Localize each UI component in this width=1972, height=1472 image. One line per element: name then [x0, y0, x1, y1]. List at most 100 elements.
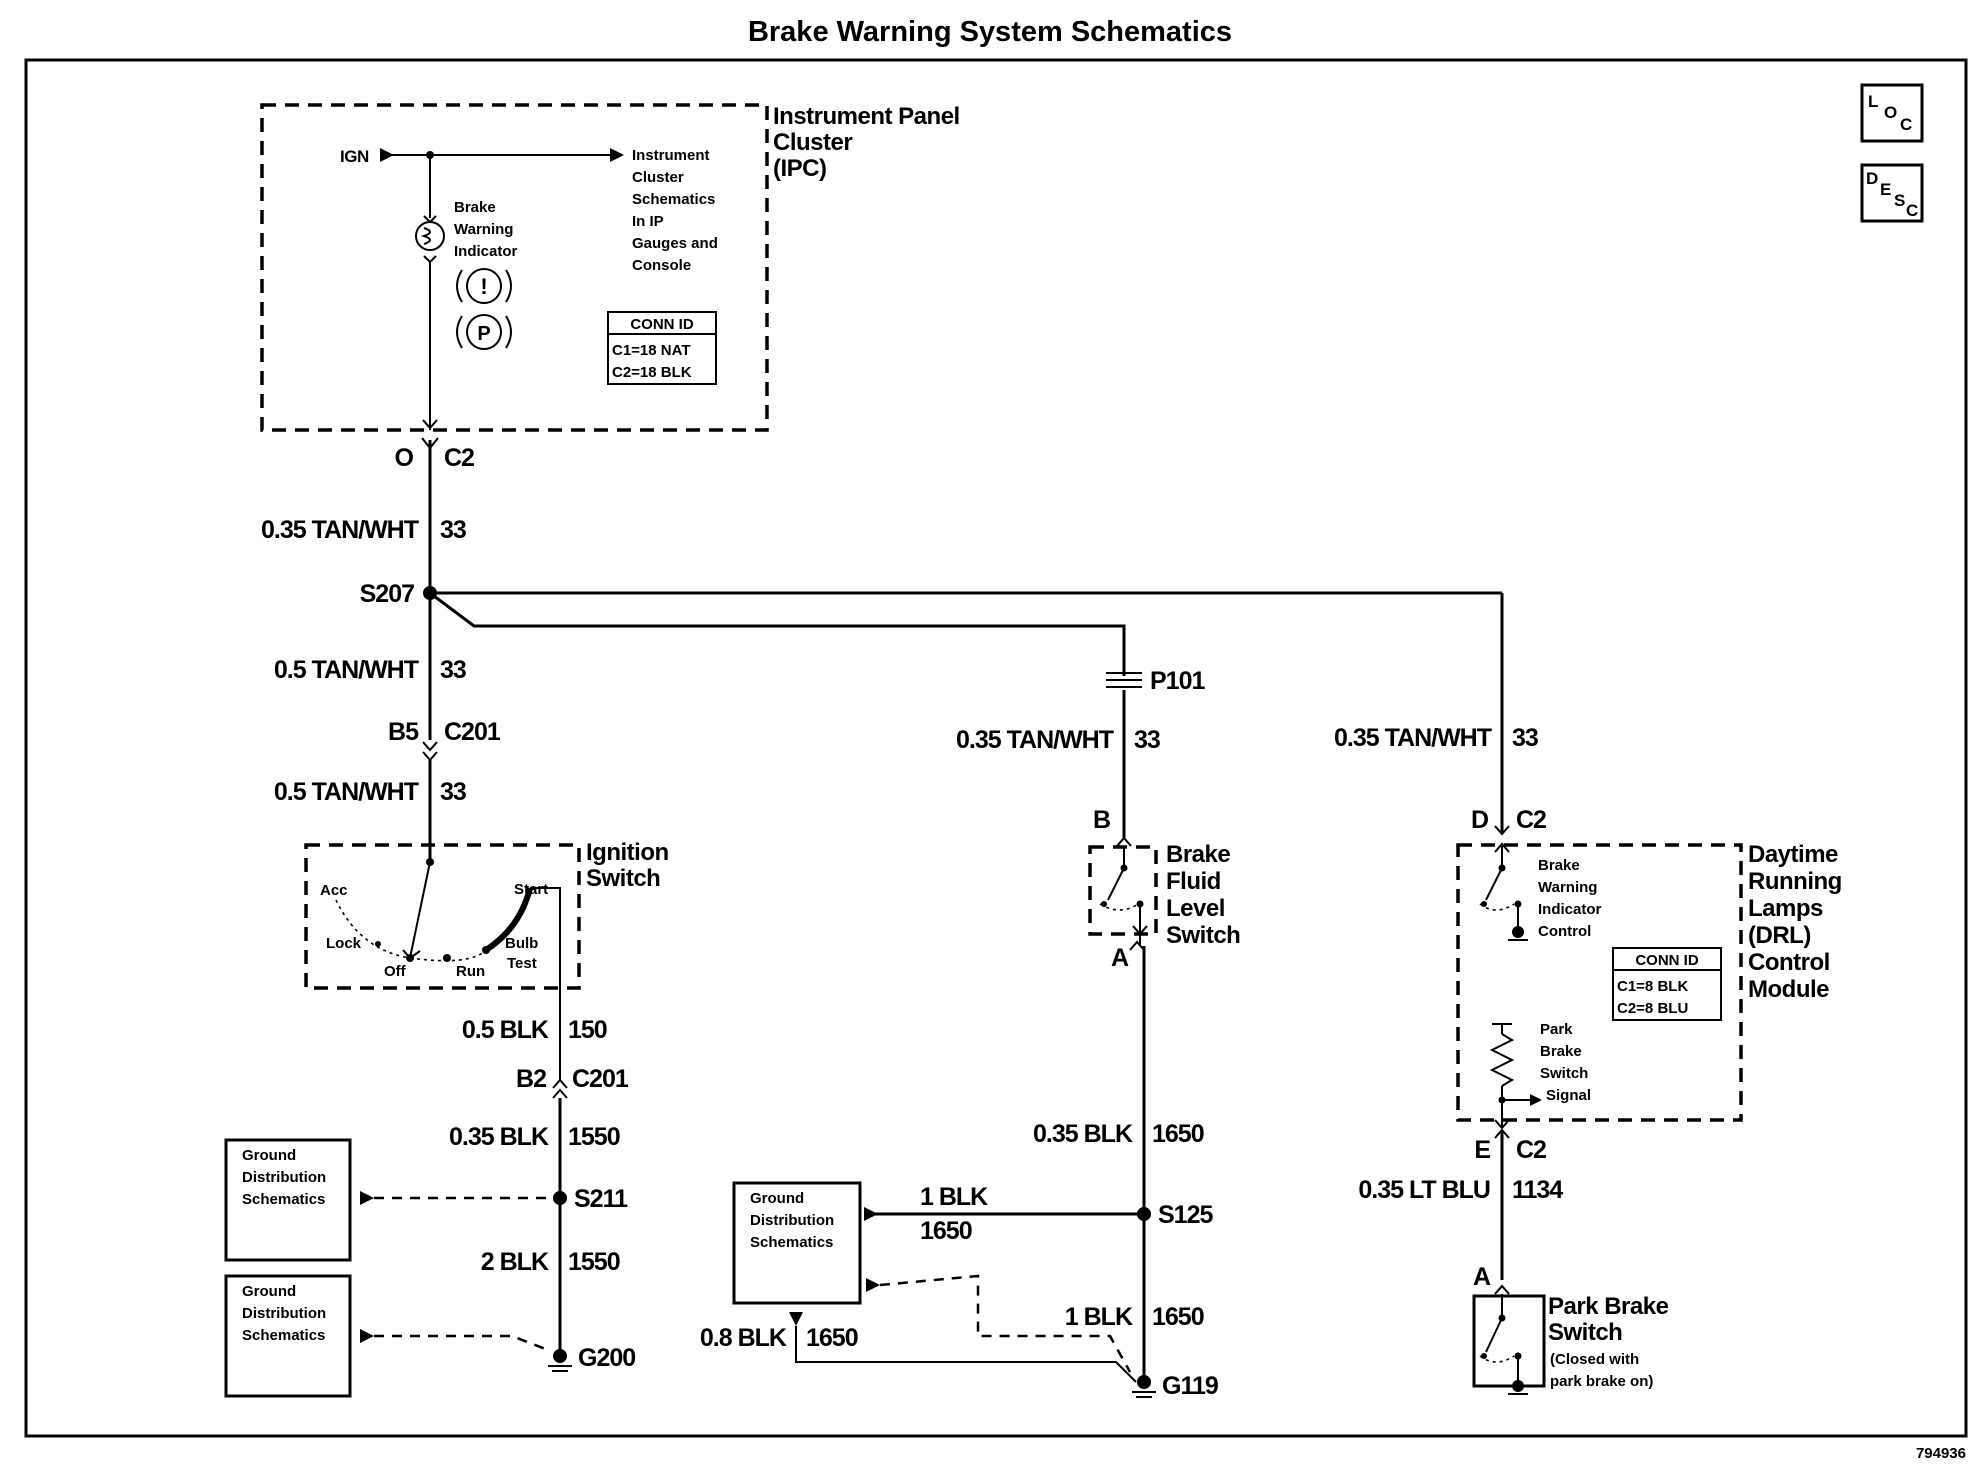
svg-text:Brake: Brake [1540, 1043, 1582, 1060]
brake-fluid-level-switch: P101 0.35 TAN/WHT 33 B Brake Fluid Level… [956, 667, 1241, 972]
svg-text:Distribution: Distribution [750, 1212, 834, 1229]
svg-text:33: 33 [440, 778, 466, 806]
svg-text:C: C [1906, 201, 1918, 220]
svg-text:O: O [1884, 103, 1897, 122]
svg-text:Instrument: Instrument [632, 147, 710, 164]
diagram-title: Brake Warning System Schematics [748, 16, 1232, 48]
ground-icon [1508, 926, 1528, 941]
svg-text:A: A [1473, 1263, 1491, 1291]
svg-text:1650: 1650 [1152, 1120, 1204, 1148]
svg-text:Distribution: Distribution [242, 1305, 326, 1322]
ignition-switch: Ignition Switch Acc Lock Off Run Start B… [304, 839, 669, 1080]
svg-text:1650: 1650 [920, 1217, 972, 1245]
svg-text:B2: B2 [516, 1065, 546, 1093]
svg-text:O: O [395, 444, 414, 472]
park-brake-symbol-icon: P [456, 314, 512, 350]
svg-text:Cluster: Cluster [773, 129, 852, 156]
svg-text:33: 33 [1134, 726, 1160, 754]
svg-text:D: D [1866, 169, 1878, 188]
svg-text:Indicator: Indicator [1538, 901, 1602, 918]
svg-text:Off: Off [384, 963, 407, 980]
svg-text:0.35 BLK: 0.35 BLK [449, 1123, 549, 1151]
svg-text:Schematics: Schematics [750, 1234, 833, 1251]
bulb-icon [415, 221, 445, 251]
p101-connector-icon [1106, 672, 1142, 688]
svg-text:1550: 1550 [568, 1248, 620, 1276]
svg-text:G119: G119 [1162, 1372, 1218, 1400]
svg-text:0.8 BLK: 0.8 BLK [700, 1324, 787, 1352]
svg-text:Cluster: Cluster [632, 169, 684, 186]
svg-text:Running: Running [1748, 868, 1842, 895]
svg-text:Instrument Panel: Instrument Panel [773, 103, 960, 130]
svg-text:(DRL): (DRL) [1748, 922, 1811, 949]
svg-text:CONN ID: CONN ID [630, 316, 694, 333]
svg-text:1550: 1550 [568, 1123, 620, 1151]
svg-text:0.35 TAN/WHT: 0.35 TAN/WHT [956, 726, 1114, 754]
ground-distribution-ref-2[interactable]: Ground Distribution Schematics [224, 1274, 549, 1398]
svg-text:Switch: Switch [1540, 1065, 1588, 1082]
svg-text:Console: Console [632, 257, 691, 274]
ground-wire-g119: 0.35 BLK 1650 S125 1 BLK 1650 1 BLK 1650… [870, 946, 1219, 1400]
svg-text:Brake: Brake [454, 199, 496, 216]
svg-text:0.35 TAN/WHT: 0.35 TAN/WHT [261, 516, 419, 544]
svg-text:IGN: IGN [340, 147, 369, 166]
svg-text:CONN ID: CONN ID [1635, 952, 1699, 969]
park-brake-switch: A Park Brake Switch (Closed with park br… [1472, 1263, 1669, 1395]
svg-text:C2: C2 [1516, 806, 1546, 834]
loc-icon[interactable]: L O C [1860, 83, 1924, 143]
ground-icon [1508, 1380, 1528, 1395]
svg-text:Indicator: Indicator [454, 243, 518, 260]
svg-text:1 BLK: 1 BLK [1065, 1303, 1133, 1331]
svg-text:B5: B5 [388, 718, 419, 746]
svg-text:Gauges and: Gauges and [632, 235, 718, 252]
svg-text:G200: G200 [578, 1344, 635, 1372]
svg-text:D: D [1471, 806, 1488, 834]
svg-text:Control: Control [1748, 949, 1830, 976]
svg-text:C2=18 BLK: C2=18 BLK [612, 364, 692, 381]
svg-text:Warning: Warning [1538, 879, 1597, 896]
svg-text:L: L [1868, 92, 1878, 111]
ground-wire-g200: 0.5 BLK 150 B2 C201 0.35 BLK 1550 S211 2… [449, 1016, 636, 1372]
svg-text:Brake: Brake [1166, 841, 1230, 868]
svg-text:Module: Module [1748, 976, 1829, 1003]
svg-text:2 BLK: 2 BLK [481, 1248, 549, 1276]
svg-text:P101: P101 [1150, 667, 1205, 695]
ground-distribution-ref-1[interactable]: Ground Distribution Schematics [224, 1138, 553, 1262]
pullup-resistor-icon [1489, 1023, 1542, 1128]
drl-control-module: 0.35 TAN/WHT 33 D C2 Daytime Running Lam… [1334, 593, 1842, 1280]
svg-text:Level: Level [1166, 895, 1225, 922]
svg-text:Switch: Switch [1166, 922, 1240, 949]
svg-text:Distribution: Distribution [242, 1169, 326, 1186]
svg-text:1650: 1650 [1152, 1303, 1204, 1331]
svg-text:33: 33 [1512, 724, 1538, 752]
svg-text:E: E [1880, 180, 1891, 199]
svg-text:park brake on): park brake on) [1550, 1373, 1653, 1390]
svg-text:Ignition: Ignition [586, 839, 669, 866]
svg-text:0.5 BLK: 0.5 BLK [462, 1016, 549, 1044]
diagram-frame [24, 58, 1968, 1438]
brake-warning-symbol-icon: ! [456, 268, 512, 304]
svg-text:C1=8 BLK: C1=8 BLK [1617, 978, 1688, 995]
svg-text:C1=18 NAT: C1=18 NAT [612, 342, 691, 359]
svg-text:33: 33 [440, 516, 466, 544]
ground-icon [1132, 1375, 1156, 1398]
ground-distribution-ref-3[interactable]: Ground Distribution Schematics 0.8 BLK 1… [700, 1181, 1137, 1383]
svg-text:C2: C2 [1516, 1136, 1546, 1164]
svg-text:Warning: Warning [454, 221, 513, 238]
svg-text:Bulb: Bulb [505, 935, 538, 952]
svg-text:A: A [1111, 944, 1129, 972]
svg-text:C2=8 BLU: C2=8 BLU [1617, 1000, 1688, 1017]
svg-text:C: C [1900, 115, 1912, 134]
svg-text:150: 150 [568, 1016, 607, 1044]
svg-text:Test: Test [507, 955, 537, 972]
main-wire: O C2 0.35 TAN/WHT 33 S207 0.5 TAN/WHT 33… [261, 437, 1502, 862]
svg-text:(IPC): (IPC) [773, 155, 827, 182]
svg-text:Fluid: Fluid [1166, 868, 1221, 895]
svg-text:0.35 TAN/WHT: 0.35 TAN/WHT [1334, 724, 1492, 752]
svg-text:B: B [1093, 806, 1110, 834]
svg-text:S: S [1894, 191, 1905, 210]
svg-text:33: 33 [440, 656, 466, 684]
desc-icon[interactable]: D E S C [1860, 163, 1924, 223]
